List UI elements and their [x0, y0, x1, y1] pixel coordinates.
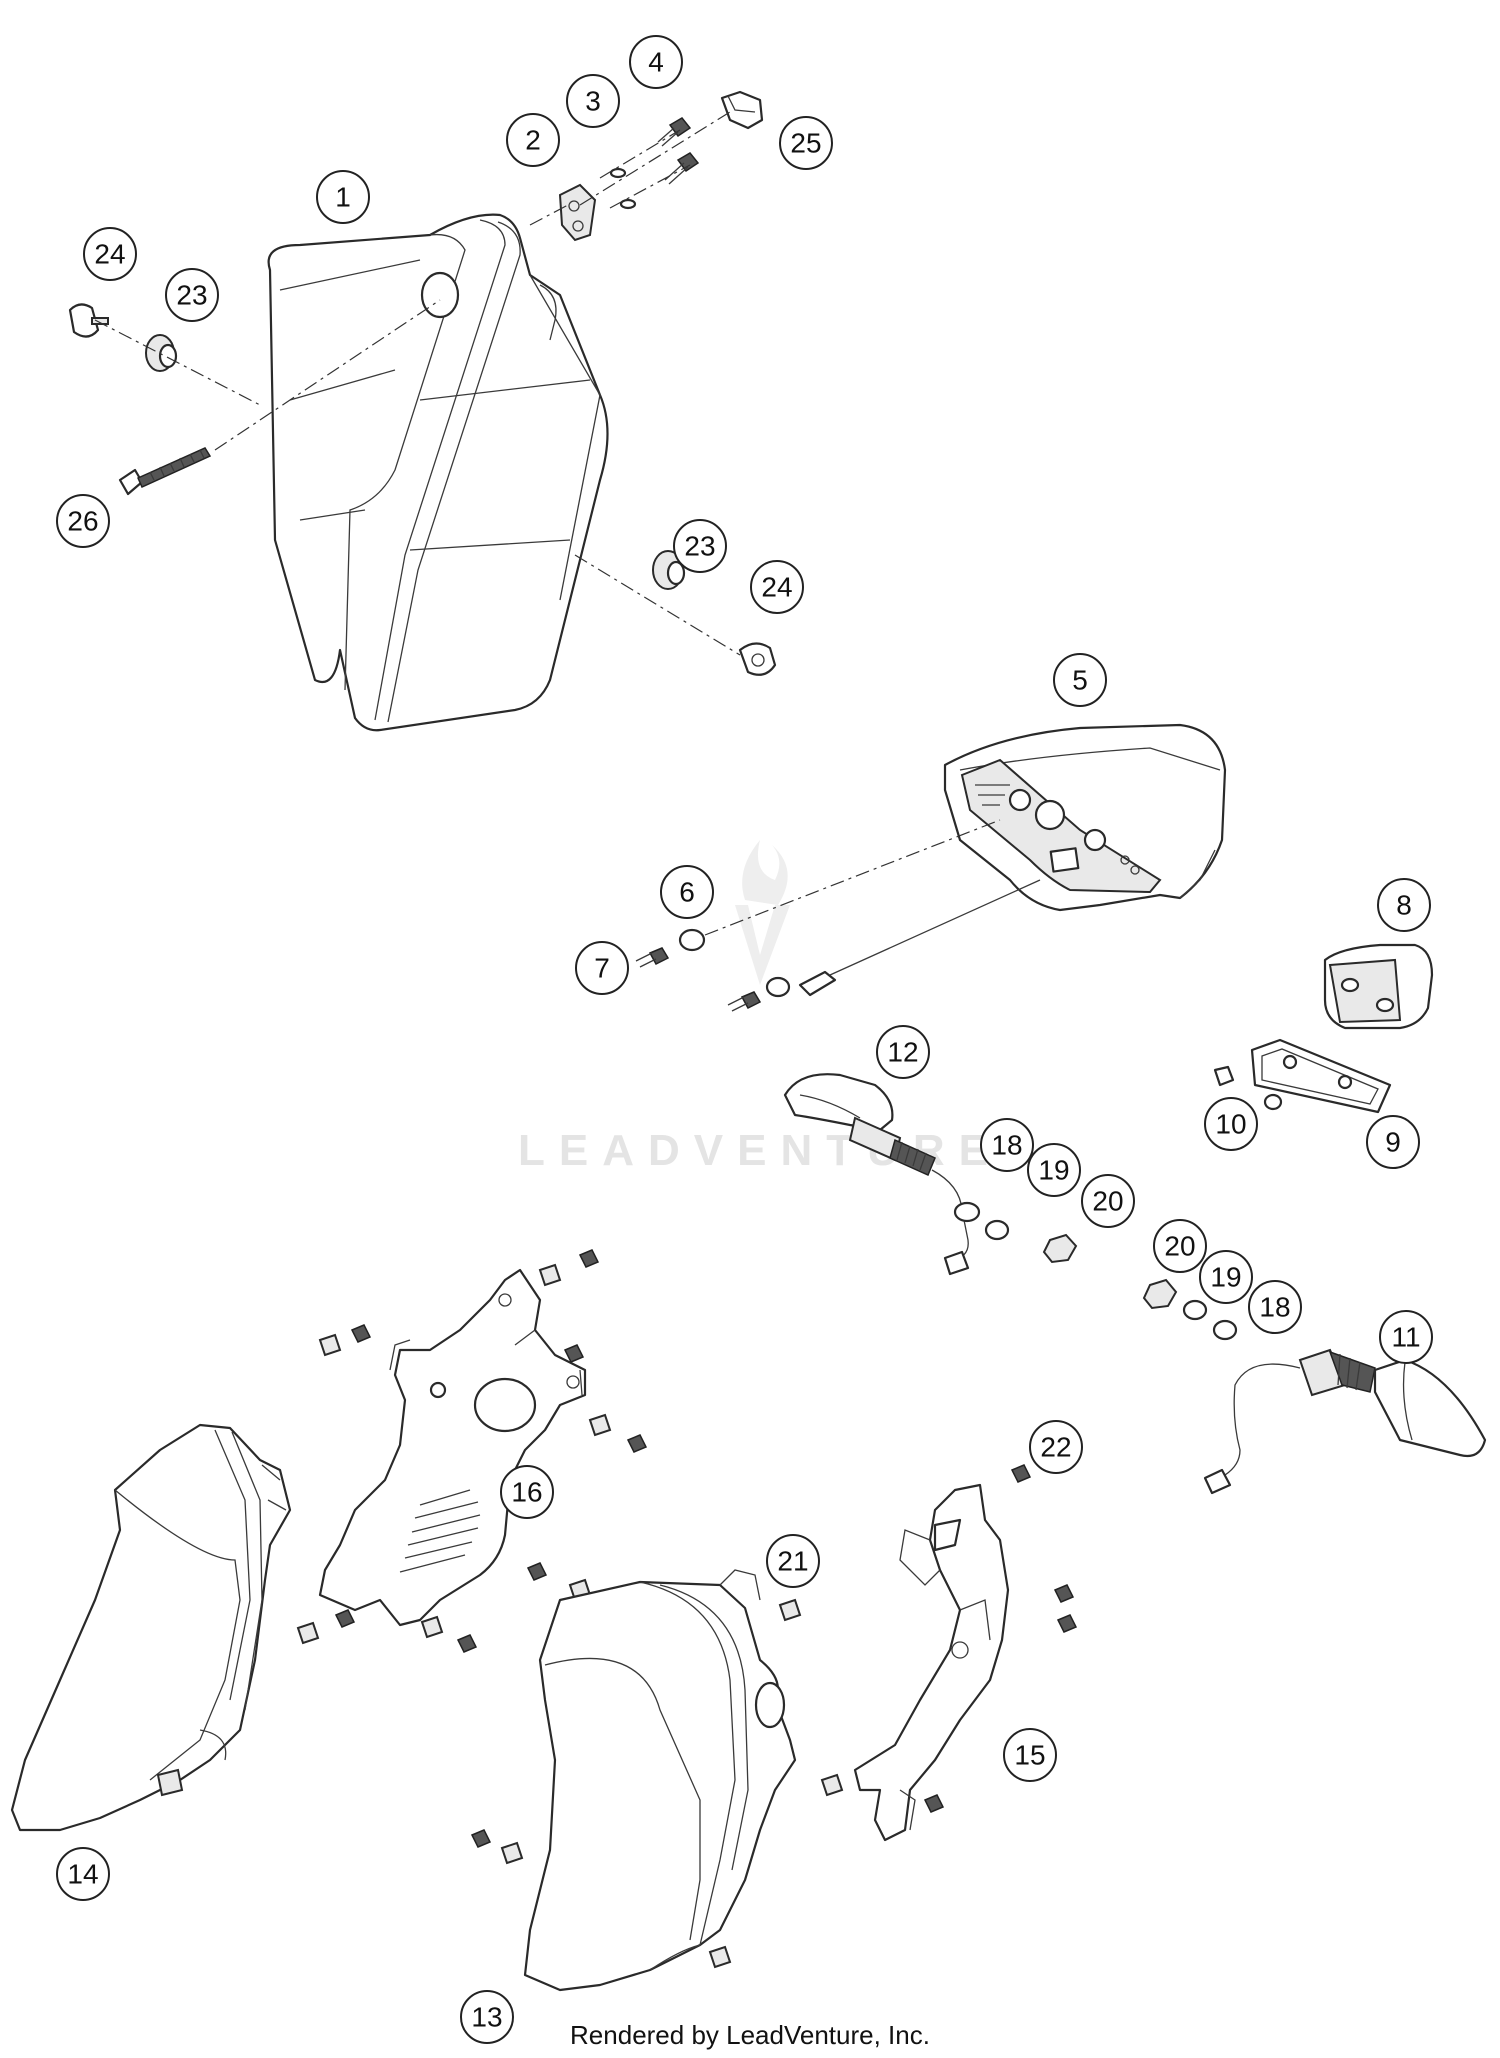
- svg-text:21: 21: [777, 1546, 808, 1577]
- turn-signal-right: [1142, 1278, 1487, 1495]
- svg-text:26: 26: [67, 506, 98, 537]
- bracket-right: [853, 1483, 1010, 1842]
- render-credit: Rendered by LeadVenture, Inc.: [570, 2020, 930, 2050]
- callout-part-18-upper: 18: [980, 1118, 1034, 1172]
- bracket-panel: [318, 1268, 587, 1627]
- callout-part-2: 2: [506, 113, 560, 167]
- callout-part-13: 13: [460, 1990, 514, 2044]
- watermark: LEADVENTURE: [518, 840, 988, 1175]
- svg-text:12: 12: [887, 1037, 918, 1068]
- callout-part-14: 14: [56, 1847, 110, 1901]
- headlight-assembly: [267, 213, 609, 732]
- clip-fasteners: [296, 1249, 1078, 1969]
- callout-part-16: 16: [500, 1465, 554, 1519]
- callout-part-21: 21: [766, 1534, 820, 1588]
- callout-part-4: 4: [629, 35, 683, 89]
- fairing-left: [10, 1423, 292, 1832]
- callout-part-12: 12: [876, 1025, 930, 1079]
- callout-part-3: 3: [566, 74, 620, 128]
- callout-part-5: 5: [1053, 653, 1107, 707]
- callout-part-25: 25: [779, 116, 833, 170]
- svg-text:7: 7: [594, 953, 610, 984]
- turn-signal-left: [783, 1073, 1078, 1276]
- svg-text:25: 25: [790, 128, 821, 159]
- svg-text:3: 3: [585, 86, 601, 117]
- headlight-leaders: [94, 111, 741, 656]
- svg-text:11: 11: [1391, 1322, 1420, 1353]
- callout-part-20-upper: 20: [1081, 1174, 1135, 1228]
- callout-part-24-right: 24: [750, 560, 804, 614]
- callout-part-7: 7: [575, 941, 629, 995]
- callout-part-9: 9: [1366, 1115, 1420, 1169]
- callout-part-6: 6: [660, 865, 714, 919]
- svg-text:24: 24: [761, 572, 792, 603]
- left-fasteners: [68, 303, 212, 496]
- svg-text:10: 10: [1215, 1109, 1246, 1140]
- callout-part-22: 22: [1029, 1420, 1083, 1474]
- right-fasteners: [652, 550, 777, 676]
- svg-text:20: 20: [1092, 1186, 1123, 1217]
- svg-text:1: 1: [335, 182, 351, 213]
- callout-part-20-lower: 20: [1153, 1219, 1207, 1273]
- svg-text:22: 22: [1040, 1432, 1071, 1463]
- fairing-right: [523, 1569, 797, 1992]
- callout-part-26: 26: [56, 494, 110, 548]
- svg-text:16: 16: [511, 1477, 542, 1508]
- callout-part-19-upper: 19: [1027, 1143, 1081, 1197]
- callout-part-18-lower: 18: [1248, 1280, 1302, 1334]
- svg-text:4: 4: [648, 47, 664, 78]
- svg-text:23: 23: [176, 280, 207, 311]
- svg-text:19: 19: [1210, 1262, 1241, 1293]
- callout-part-19-lower: 19: [1199, 1250, 1253, 1304]
- svg-text:5: 5: [1072, 665, 1088, 696]
- svg-text:8: 8: [1396, 890, 1412, 921]
- svg-text:13: 13: [471, 2002, 502, 2033]
- svg-text:23: 23: [684, 531, 715, 562]
- svg-text:14: 14: [67, 1859, 98, 1890]
- callout-part-10: 10: [1204, 1097, 1258, 1151]
- callout-part-15: 15: [1003, 1728, 1057, 1782]
- svg-text:18: 18: [991, 1130, 1022, 1161]
- callout-part-11: 11: [1379, 1310, 1433, 1364]
- mounting-bracket: [558, 90, 764, 242]
- svg-text:9: 9: [1385, 1127, 1401, 1158]
- svg-text:19: 19: [1038, 1155, 1069, 1186]
- callout-part-1: 1: [316, 170, 370, 224]
- tail-light-fasteners: [635, 819, 1041, 1012]
- svg-text:15: 15: [1014, 1740, 1045, 1771]
- svg-text:6: 6: [679, 877, 695, 908]
- callout-part-8: 8: [1377, 878, 1431, 932]
- tail-light: [943, 723, 1227, 912]
- callout-part-24-left: 24: [83, 227, 137, 281]
- svg-text:18: 18: [1259, 1292, 1290, 1323]
- callout-part-23-right: 23: [673, 519, 727, 573]
- svg-text:2: 2: [525, 125, 541, 156]
- svg-text:24: 24: [94, 239, 125, 270]
- callout-part-23-left: 23: [165, 268, 219, 322]
- license-plate-light: [1213, 943, 1434, 1114]
- svg-text:20: 20: [1164, 1231, 1195, 1262]
